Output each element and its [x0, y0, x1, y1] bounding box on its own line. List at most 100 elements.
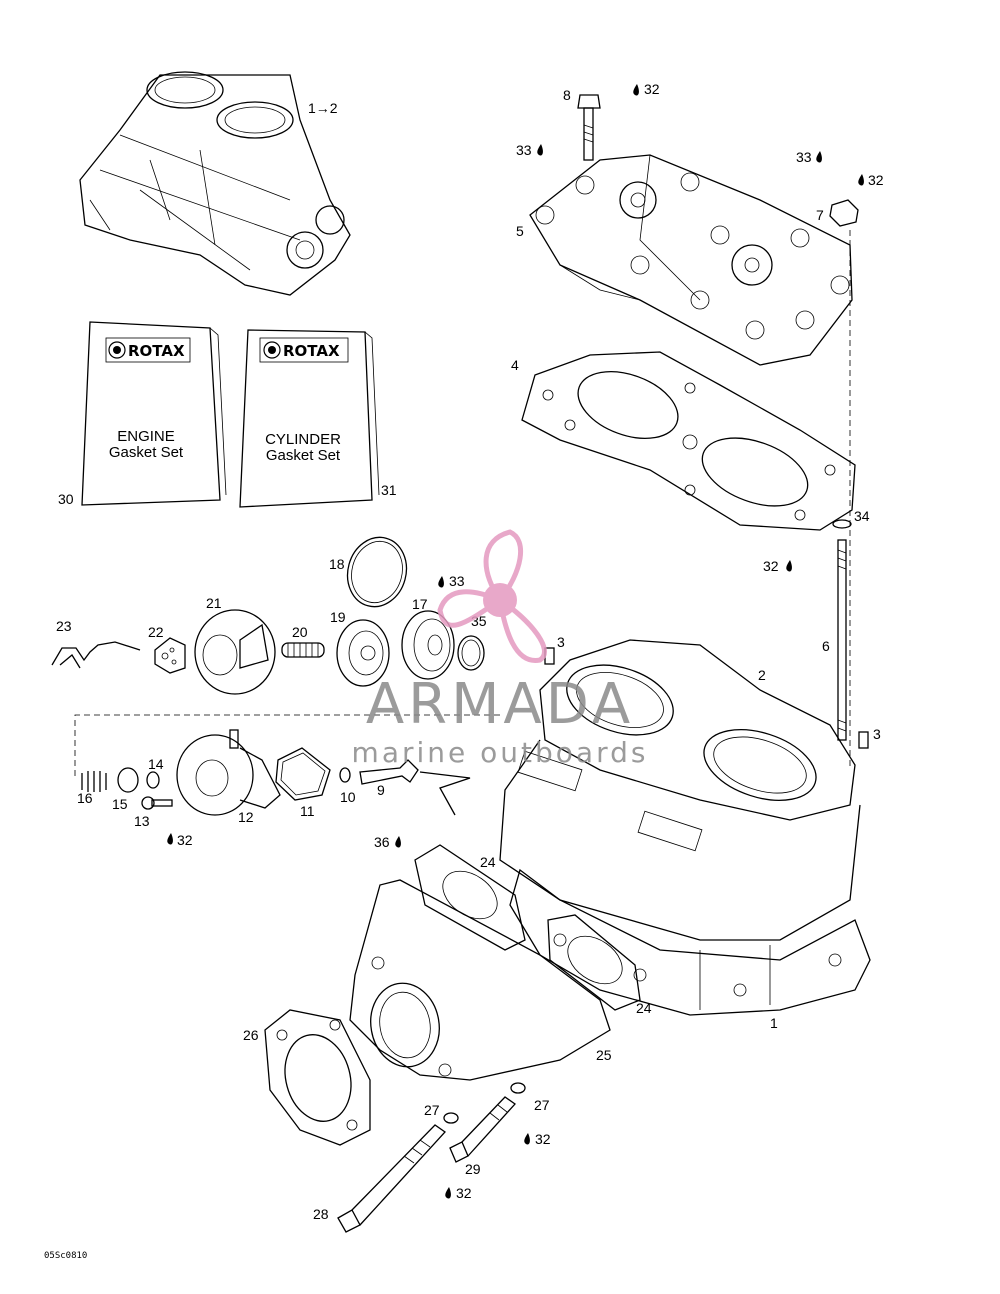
exhaust-manifold-25 [349, 879, 611, 1081]
cylinder-head [529, 154, 853, 366]
callout-29: 29 [465, 1161, 481, 1177]
callout-24: 24 [636, 1000, 652, 1016]
lubricant-ref-32: 32 [644, 81, 660, 97]
banjo-fitting-9 [359, 759, 471, 816]
dowel-sleeve-3 [858, 731, 869, 749]
lubricant-drop-icon [786, 560, 792, 572]
callout-4: 4 [511, 357, 519, 373]
rotax-logo: ROTAX [263, 341, 340, 360]
callout-5: 5 [516, 223, 524, 239]
stud-6 [832, 519, 852, 741]
callout-1-to-2: 1→2 [308, 100, 338, 116]
callout-25: 25 [596, 1047, 612, 1063]
washer-27 [443, 1112, 459, 1124]
lubricant-ref-33: 33 [796, 149, 812, 165]
watermark-brand: ARMADA [366, 672, 634, 737]
head-nut-7 [829, 199, 859, 770]
cylinder-block [499, 639, 861, 941]
callout-27: 27 [534, 1097, 550, 1113]
bolt-28 [337, 1124, 446, 1233]
callout-12: 12 [238, 809, 254, 825]
lubricant-ref-32: 32 [535, 1131, 551, 1147]
lubricant-ref-32: 32 [868, 172, 884, 188]
callout-10: 10 [340, 789, 356, 805]
engine-kit-line1: ENGINE [117, 428, 175, 445]
callout-1: 1 [770, 1015, 778, 1031]
lubricant-ref-32: 32 [763, 558, 779, 574]
callout-9: 9 [377, 782, 385, 798]
leader-line [74, 714, 500, 780]
lubricant-drop-icon [858, 174, 864, 186]
lubricant-drop-icon [537, 144, 543, 156]
rotary-valve-disc-17 [401, 610, 455, 680]
callout-17: 17 [412, 596, 428, 612]
engine-gasket-set-kit: ROTAX ENGINE Gasket Set [81, 321, 227, 506]
lubricant-drop-icon [395, 836, 401, 848]
retaining-clip-23 [51, 641, 141, 669]
callout-18: 18 [329, 556, 345, 572]
rotax-logo: ROTAX [108, 341, 185, 360]
washer-10 [339, 767, 351, 783]
callout-22: 22 [148, 624, 164, 640]
gasket-11 [275, 747, 331, 801]
pump-cover-21 [194, 609, 276, 695]
callout-23: 23 [56, 618, 72, 634]
lubricant-ref-32: 32 [177, 832, 193, 848]
spring-20 [281, 642, 325, 658]
engine-kit-brand: ROTAX [128, 342, 185, 360]
callout-34: 34 [854, 508, 870, 524]
washer-27 [510, 1082, 526, 1094]
callout-3: 3 [873, 726, 881, 742]
washer-14 [146, 771, 160, 789]
callout-7: 7 [816, 207, 824, 223]
lubricant-ref-33: 33 [449, 573, 465, 589]
bolt-29 [449, 1096, 516, 1163]
spring-16 [81, 771, 107, 792]
callout-16: 16 [77, 790, 93, 806]
rotary-valve-19 [336, 619, 390, 687]
callout-3: 3 [557, 634, 565, 650]
crankcase [509, 868, 871, 1016]
callout-27: 27 [424, 1102, 440, 1118]
screw-13 [141, 796, 173, 810]
callout-31: 31 [381, 482, 397, 498]
callout-24: 24 [480, 854, 496, 870]
engine-block-assembly [79, 71, 351, 296]
callout-20: 20 [292, 624, 308, 640]
armada-watermark: ARMADA marine outboards [352, 529, 649, 769]
lubricant-ref-33: 33 [516, 142, 532, 158]
callout-26: 26 [243, 1027, 259, 1043]
lubricant-drop-icon [524, 1133, 530, 1145]
lubricant-ref-32: 32 [456, 1185, 472, 1201]
drive-gear-22 [154, 637, 186, 674]
propeller-logo-icon [437, 529, 547, 663]
oil-pump-12 [176, 729, 281, 816]
callout-6: 6 [822, 638, 830, 654]
lubricant-drop-icon [633, 84, 639, 96]
callout-8: 8 [563, 87, 571, 103]
lubricant-drop-icon [816, 151, 822, 163]
lubricant-ref-36: 36 [374, 834, 390, 850]
lubricant-drop-icon [167, 833, 173, 845]
diagram-code: 05Sc0810 [44, 1251, 87, 1261]
manifold-gasket-26 [264, 1009, 371, 1146]
o-ring-18 [346, 536, 408, 608]
exhaust-gasket-24 [547, 914, 641, 1011]
callout-13: 13 [134, 813, 150, 829]
watermark-tagline: marine outboards [352, 736, 649, 769]
callout-15: 15 [112, 796, 128, 812]
callout-2: 2 [758, 667, 766, 683]
o-ring-35 [457, 635, 485, 671]
callout-21: 21 [206, 595, 222, 611]
lubricant-drop-icon [445, 1187, 451, 1199]
washer-15 [117, 767, 139, 793]
callout-14: 14 [148, 756, 164, 772]
head-gasket [521, 351, 856, 531]
cylinder-kit-brand: ROTAX [283, 342, 340, 360]
cylinder-kit-line1: CYLINDER [265, 431, 341, 448]
lubricant-drop-icon [438, 576, 444, 588]
callout-28: 28 [313, 1206, 329, 1222]
callout-30: 30 [58, 491, 74, 507]
engine-kit-line2: Gasket Set [109, 444, 184, 461]
